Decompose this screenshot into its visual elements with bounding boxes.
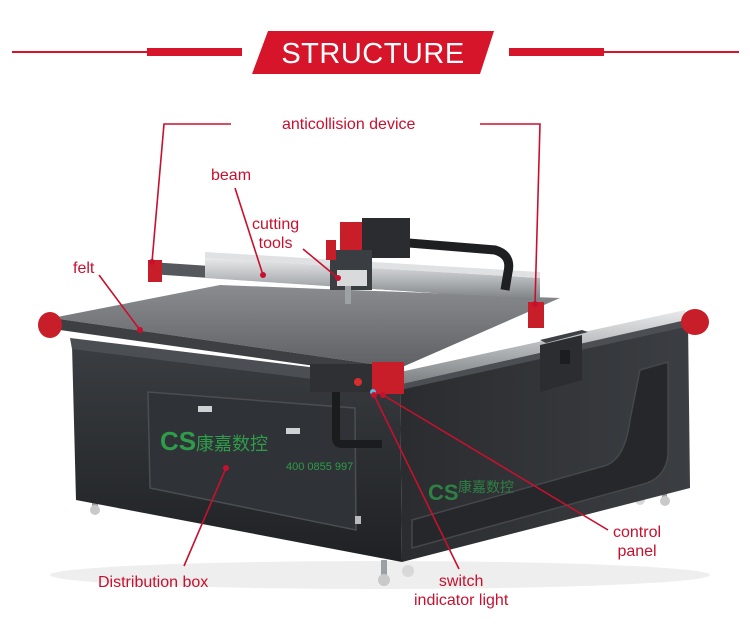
leader-anticollision-left <box>151 123 231 263</box>
label-felt: felt <box>73 260 95 277</box>
leader-distribution-box <box>183 467 227 567</box>
banner-line-left <box>12 51 242 53</box>
felt-edge <box>52 318 400 378</box>
brand-logo-side: CS <box>428 480 459 505</box>
left-roller-cap <box>38 312 62 338</box>
banner-line-right <box>509 51 739 53</box>
felt-surface <box>52 285 560 368</box>
gantry-beam <box>205 258 540 300</box>
label-switch-indicator-light: switch indicator light <box>414 573 509 609</box>
brand-name-side: 康嘉数控 <box>458 479 514 496</box>
label-control-panel: control panel <box>613 524 662 560</box>
cable-chain <box>371 235 514 291</box>
leader-control-panel <box>382 394 609 531</box>
door-latch-1 <box>198 406 212 412</box>
leader-cutting-tools <box>302 248 339 279</box>
control-panel-box <box>540 330 588 392</box>
label-beam: beam <box>211 167 252 184</box>
banner-thick-right <box>509 48 604 56</box>
label-anticollision-device: anticollision device <box>282 116 416 133</box>
right-roller-cap <box>681 309 709 335</box>
leader-dots <box>137 259 538 471</box>
floor-shadow <box>50 561 710 589</box>
leader-felt <box>98 274 141 331</box>
tool-head <box>326 218 410 304</box>
gantry-beam-top <box>205 252 540 278</box>
brand-name-front: 康嘉数控 <box>196 434 268 455</box>
distribution-box-door <box>147 391 357 531</box>
banner-thick-left <box>147 48 242 56</box>
control-pipe <box>332 392 382 448</box>
door-latch-2 <box>286 428 300 434</box>
leader-anticollision-right <box>480 123 541 305</box>
label-cutting-tools: cutting tools <box>252 216 300 252</box>
brand-front: CS 康嘉数控 400 0855 997 <box>160 426 353 473</box>
door-lock <box>355 516 361 524</box>
banner-background <box>252 31 494 74</box>
label-distribution-box: Distribution box <box>98 574 209 591</box>
brand-side: CS 康嘉数控 <box>428 479 514 505</box>
leader-switch-light <box>373 394 460 570</box>
title-banner: STRUCTURE <box>12 31 739 74</box>
banner-title: STRUCTURE <box>281 38 464 70</box>
side-panel <box>400 320 690 562</box>
brand-phone-front: 400 0855 997 <box>286 461 353 473</box>
anticollision-left <box>148 260 162 282</box>
front-control-module <box>310 362 404 448</box>
anticollision-right <box>528 302 544 328</box>
cutting-machine: CS 康嘉数控 400 0855 997 CS 康嘉数控 <box>38 218 710 589</box>
side-cutout <box>411 361 669 549</box>
leader-beam <box>234 187 264 276</box>
brand-logo-front: CS <box>160 426 196 456</box>
leader-lines <box>98 123 609 570</box>
